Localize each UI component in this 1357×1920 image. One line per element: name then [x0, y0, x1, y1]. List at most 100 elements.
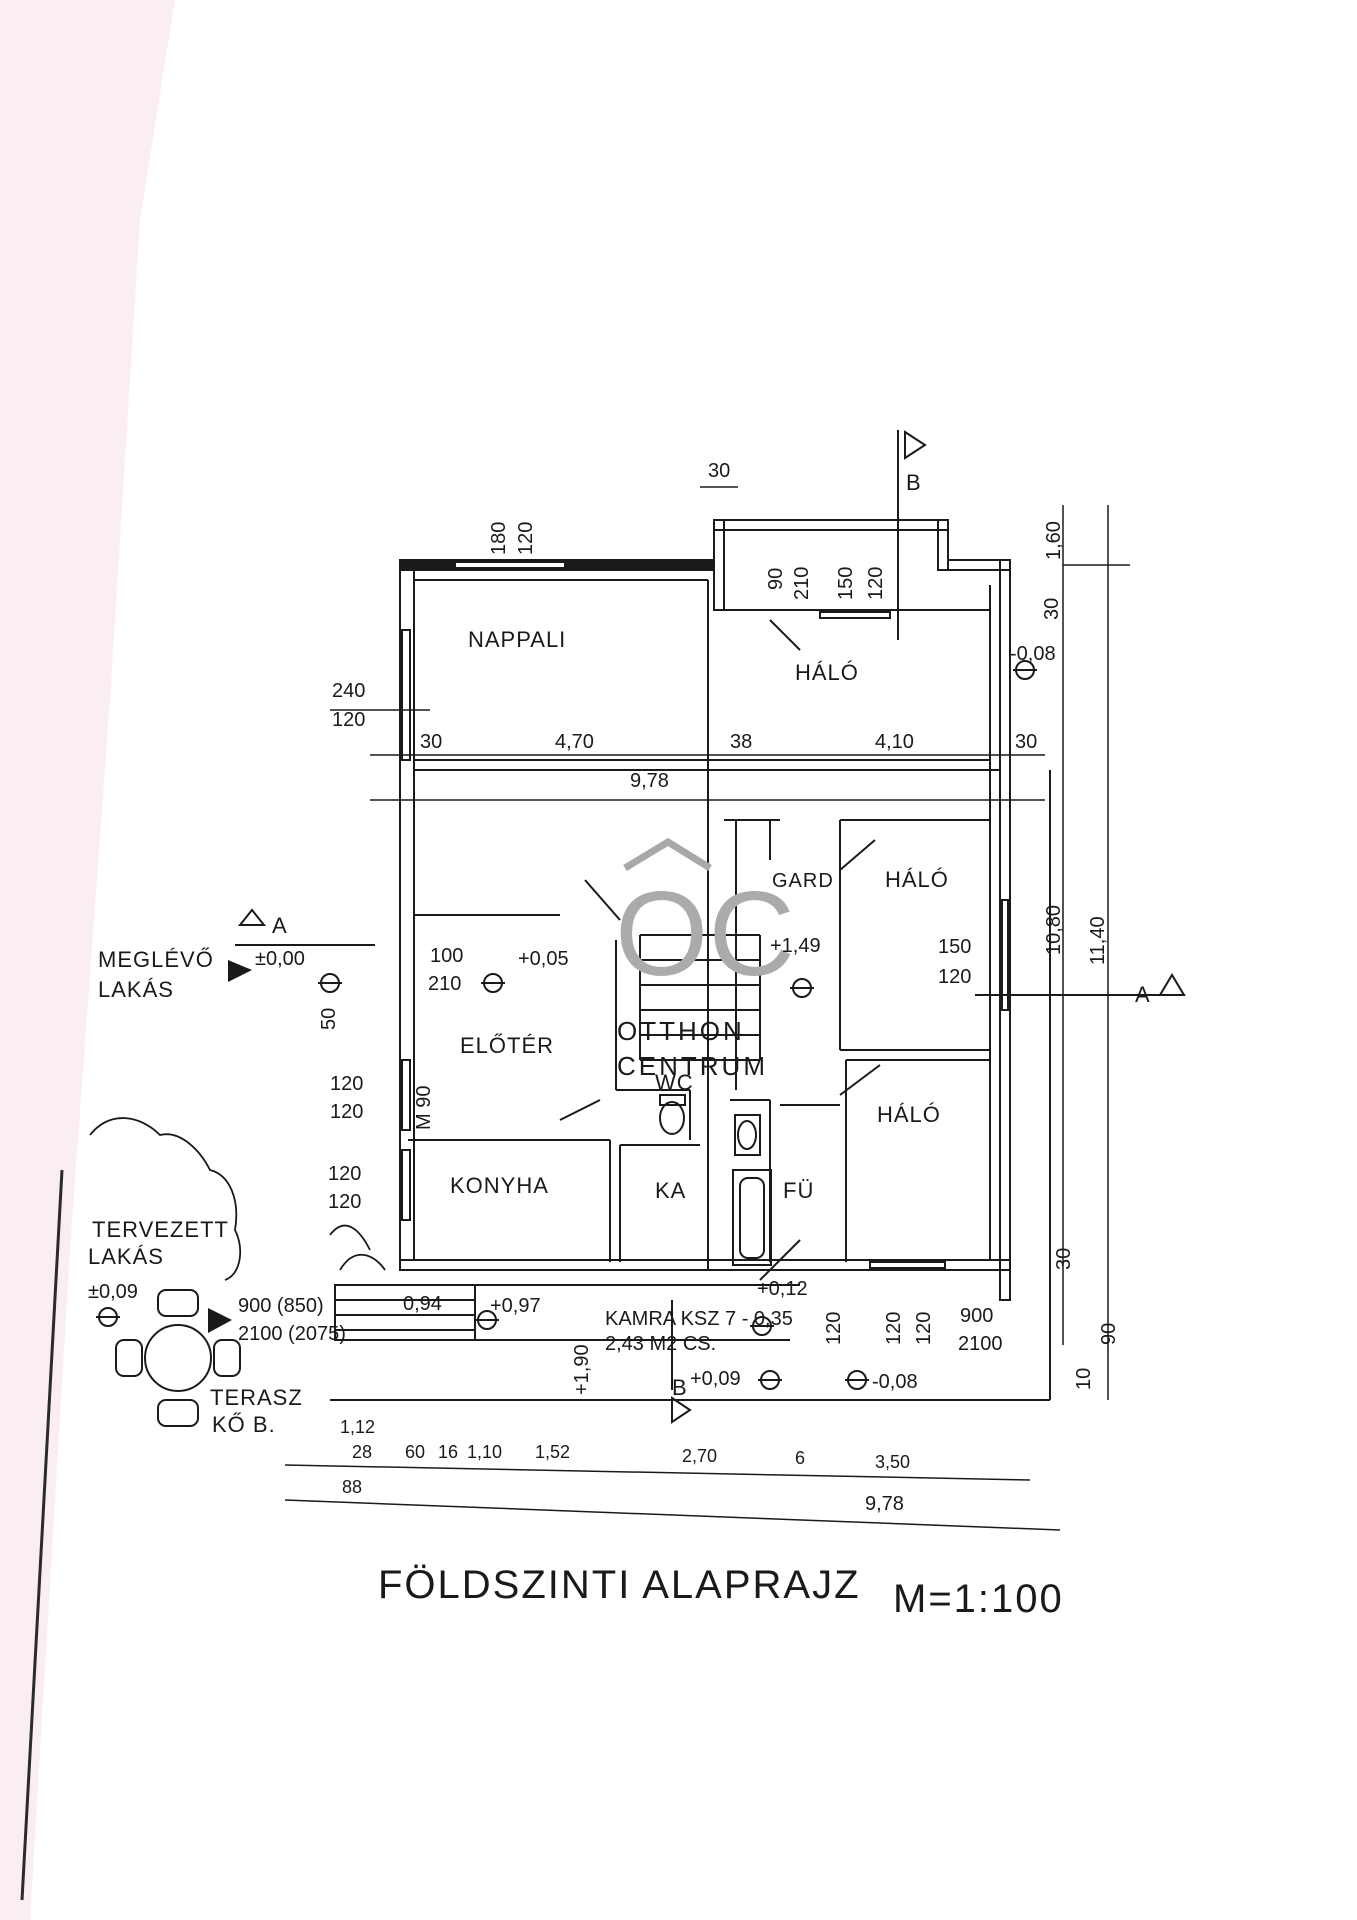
level-012: +0,12	[757, 1278, 808, 1300]
dim-2100: 2100 (2075)	[238, 1323, 346, 1345]
section-b-top: B	[906, 470, 922, 495]
level-009: ±0,09	[88, 1281, 138, 1303]
room-halo-top: HÁLÓ	[795, 660, 859, 685]
label-terasz: TERASZ	[210, 1385, 303, 1410]
dim-120-b: 120	[865, 567, 887, 600]
label-lakas-1: LAKÁS	[98, 977, 174, 1002]
dim-350: 3,50	[875, 1452, 910, 1472]
dim-1080: 10,80	[1043, 905, 1065, 955]
dim-112: 1,12	[340, 1417, 375, 1437]
watermark-logo: OC	[615, 867, 795, 1001]
room-eloter: ELŐTÉR	[460, 1033, 554, 1058]
entrance-arrow-left	[228, 960, 252, 982]
level-008b: -0,08	[872, 1371, 918, 1393]
room-halo-mid: HÁLÓ	[885, 867, 949, 892]
dim-120-a: 120	[515, 522, 537, 555]
level-markers	[96, 660, 1037, 1390]
dim-1140: 11,40	[1087, 916, 1109, 965]
dim-470: 4,70	[555, 731, 594, 753]
dim-88: 88	[342, 1477, 362, 1497]
room-gard: GARD	[772, 870, 834, 892]
dim-120-i: 120	[883, 1312, 905, 1345]
plant-sketch	[329, 1224, 386, 1271]
dim-900: 900 (850)	[238, 1295, 324, 1317]
dim-120-f: 120	[330, 1101, 363, 1123]
level-005: +0,05	[518, 948, 569, 970]
dim-10: 10	[1073, 1368, 1095, 1390]
label-kamra-area: 2,43 M2 CS.	[605, 1333, 716, 1355]
dim-120-g: 120	[328, 1163, 361, 1185]
dim-30-l: 30	[420, 731, 442, 753]
dim-160: 1,60	[1043, 521, 1065, 560]
dim-152: 1,52	[535, 1442, 570, 1462]
dim-38: 38	[730, 731, 752, 753]
dim-28: 28	[352, 1442, 372, 1462]
dim-150-a: 150	[835, 567, 857, 600]
level-097: +0,97	[490, 1295, 541, 1317]
level-009b: +0,09	[690, 1368, 741, 1390]
label-tervezett: TERVEZETT	[92, 1217, 229, 1242]
room-halo-bottom: HÁLÓ	[877, 1102, 941, 1127]
watermark-line1: OTTHON	[617, 1016, 745, 1046]
floor-plan-walls	[330, 519, 1051, 1401]
label-ko: KŐ B.	[212, 1412, 276, 1437]
scan-edge-stain	[0, 0, 175, 1920]
section-b-bottom: B	[672, 1375, 688, 1400]
dim-16: 16	[438, 1442, 458, 1462]
room-wc: WC	[655, 1070, 694, 1095]
watermark-roof-icon	[623, 837, 712, 871]
label-lakas-2: LAKÁS	[88, 1244, 164, 1269]
dim-100: 100	[430, 945, 463, 967]
level-094: 0,94	[403, 1293, 442, 1315]
label-kamra: KAMRA KSZ 7 - 0,35	[605, 1308, 793, 1330]
dim-m90: M 90	[413, 1086, 435, 1130]
dim-210-a: 210	[791, 567, 813, 600]
dim-150-b: 150	[938, 936, 971, 958]
room-konyha: KONYHA	[450, 1173, 549, 1198]
dim-120-k: 120	[823, 1312, 845, 1345]
drawing-scale: M=1:100	[893, 1577, 1064, 1621]
otthon-centrum-watermark: OC OTTHON CENTRUM	[615, 837, 795, 1081]
dim-210-b: 210	[428, 973, 461, 995]
room-ka: KA	[655, 1178, 686, 1203]
entrance-arrow-terrace	[208, 1308, 232, 1333]
dim-60: 60	[405, 1442, 425, 1462]
room-fu: FÜ	[783, 1178, 814, 1203]
drawing-title: FÖLDSZINTI ALAPRAJZ	[378, 1563, 861, 1607]
dim-900b: 900	[960, 1305, 993, 1327]
level-149: +1,49	[770, 935, 821, 957]
level-190: +1,90	[571, 1344, 593, 1395]
room-nappali: NAPPALI	[468, 627, 566, 652]
dim-240: 240	[332, 680, 365, 702]
dim-120-e: 120	[330, 1073, 363, 1095]
dim-50: 50	[318, 1008, 340, 1030]
dim-270: 2,70	[682, 1446, 717, 1466]
dim-2100b: 2100	[958, 1333, 1003, 1355]
dim-120-j: 120	[913, 1312, 935, 1345]
dim-30-v: 30	[1041, 598, 1063, 620]
scan-edge-line	[20, 1169, 64, 1901]
dim-6: 6	[795, 1448, 805, 1468]
level-008a: -0,08	[1010, 643, 1056, 665]
section-a-left: A	[272, 913, 288, 938]
dim-30-r: 30	[1015, 731, 1037, 753]
watermark-line2: CENTRUM	[617, 1051, 768, 1081]
dim-90-a: 90	[765, 568, 787, 590]
section-lines	[235, 430, 1186, 1424]
dim-978-a: 9,78	[630, 770, 669, 792]
dim-110: 1,10	[467, 1442, 502, 1462]
dim-30-top: 30	[708, 460, 730, 482]
dim-120-h: 120	[328, 1191, 361, 1213]
shrub-sketch	[89, 1117, 242, 1281]
dim-410: 4,10	[875, 731, 914, 753]
dim-90-b: 90	[1098, 1323, 1120, 1345]
terrace-table	[115, 1289, 241, 1427]
level-000: ±0,00	[255, 948, 305, 970]
label-meglevo: MEGLÉVŐ	[98, 947, 214, 972]
section-a-right: A	[1135, 982, 1151, 1007]
dim-180: 180	[488, 522, 510, 555]
dimension-lines	[284, 486, 1130, 1531]
dim-978-b: 9,78	[865, 1493, 904, 1515]
dim-120-c: 120	[332, 709, 365, 731]
